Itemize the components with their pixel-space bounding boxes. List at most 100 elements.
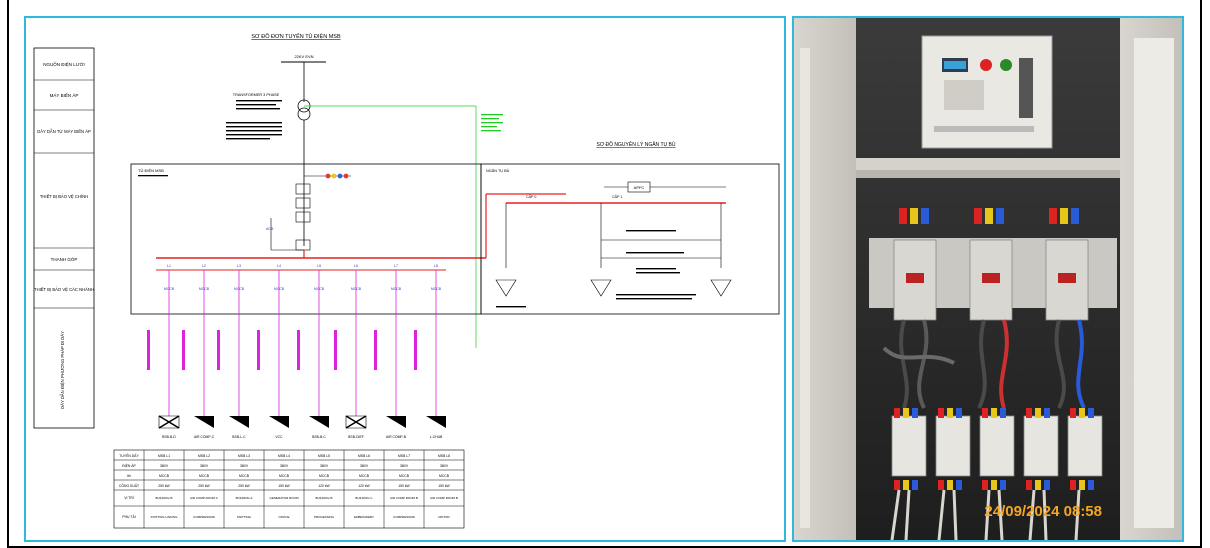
feeder-branch: L6 MCCB BSB-DIEF xyxy=(334,264,367,439)
breaker-label: MCCB xyxy=(274,287,285,291)
capacitor-panel-label: NGĂN TỤ BÙ xyxy=(486,168,510,173)
terminal-caps xyxy=(899,208,1079,224)
mounting-shelf xyxy=(856,158,1120,170)
capacitor-title: SƠ ĐỒ NGUYÊN LÝ NGĂN TỤ BÙ xyxy=(597,140,676,148)
table-row: 380V 380V 380V 380V 380V 380V 380V 380V xyxy=(160,464,449,468)
feeder-branches: L1 MCCB BSB-B-D L2 MCCB AIR COMP-C L3 MC… xyxy=(147,264,446,439)
meter-box-1 xyxy=(295,183,311,195)
side-label-transformer: MÁY BIẾN ÁP xyxy=(50,92,79,98)
table-row-header: Ith xyxy=(127,474,131,478)
table-cell: 120 kW xyxy=(358,484,370,488)
table-cell: BUILDING B xyxy=(315,496,332,500)
table-cell: OFFICE xyxy=(279,515,290,519)
single-line-diagram: SƠ ĐỒ ĐƠN TUYẾN TỦ ĐIỆN MSB NGUỒN ĐIỆN L… xyxy=(33,32,780,529)
table-row: MCCB MCCB MCCB MCCB MCCB MCCB MCCB MCCB xyxy=(159,474,450,478)
table-cell: COMPRESSOR xyxy=(193,515,216,519)
table-cell: KNITTING xyxy=(237,515,252,519)
step-label-0: CẤP 0 xyxy=(526,195,536,199)
table-cell: BUILDING C xyxy=(355,496,373,500)
table-cell: MCCB xyxy=(399,474,410,478)
breaker-label: MCCB xyxy=(391,287,402,291)
ground-note xyxy=(481,114,503,132)
table-cell: 380V xyxy=(320,464,329,468)
table-cell: 250 kW xyxy=(158,484,170,488)
table-cell: EMBROIDERY xyxy=(354,515,374,519)
photo-timestamp: 24/09/2024 08:58 xyxy=(984,503,1102,520)
cabinet-photo: 24/09/2024 08:58 xyxy=(794,18,1182,541)
breaker-label: MCCB xyxy=(431,287,442,291)
diagram-title: SƠ ĐỒ ĐƠN TUYẾN TỦ ĐIỆN MSB xyxy=(251,32,341,40)
meter-box-3 xyxy=(295,211,311,223)
table-cell: MCCB xyxy=(239,474,250,478)
single-line-diagram-panel: SƠ ĐỒ ĐƠN TUYẾN TỦ ĐIỆN MSB NGUỒN ĐIỆN L… xyxy=(24,16,786,542)
table-cell: MCCB xyxy=(159,474,170,478)
load-label: BSB-DIEF xyxy=(348,435,364,439)
feeder-label: L3 xyxy=(237,264,241,268)
table-cell: AIR COMP ROOM C xyxy=(190,496,219,500)
table-cell: 380V xyxy=(200,464,209,468)
table-row: 250 kW 250 kW 250 kW 150 kW 120 kW 120 k… xyxy=(158,484,450,488)
table-cell: 250 kW xyxy=(238,484,250,488)
breaker-label: MCCB xyxy=(164,287,175,291)
table-cell: 380V xyxy=(240,464,249,468)
capacitor-panel-boundary xyxy=(480,163,780,315)
table-row-header: CÔNG SUẤT xyxy=(119,483,139,488)
feeder-branch: L1 MCCB BSB-B-D xyxy=(147,264,180,439)
table-cell: MSB L7 xyxy=(398,454,410,458)
table-row-header: VỊ TRÍ xyxy=(124,496,134,500)
outer-frame-left xyxy=(7,0,9,548)
table-cell: 150 kW xyxy=(438,484,450,488)
feeder-branch: L4 MCCB VCC xyxy=(257,264,289,439)
feeder-table: TUYẾN DÂY ĐIỆN ÁP Ith CÔNG SUẤT VỊ TRÍ P… xyxy=(113,449,465,529)
feeder-label: L8 xyxy=(434,264,438,268)
lower-cables xyxy=(890,489,1081,541)
table-row: MSB L1 MSB L2 MSB L3 MSB L4 MSB L5 MSB L… xyxy=(158,454,450,458)
transformer-symbol xyxy=(297,99,311,121)
table-cell: COMPRESSOR xyxy=(393,515,416,519)
table-cell: MCCB xyxy=(319,474,330,478)
table-cell: 120 kW xyxy=(318,484,330,488)
load-label: VCC xyxy=(275,435,283,439)
load-label: AIR COMP-C xyxy=(194,435,215,439)
table-row: BUILDING B AIR COMP ROOM C BUILDING A GE… xyxy=(155,496,457,500)
step-label-1: CẤP 1 xyxy=(612,195,622,199)
capacitor-step-0 xyxy=(495,203,517,297)
breaker-label: MCCB xyxy=(314,287,325,291)
feeder-branch: L5 MCCB BSB-B-C xyxy=(297,264,329,439)
breaker-label: MCCB xyxy=(234,287,245,291)
side-label-main-protection: THIẾT BỊ BẢO VỆ CHÍNH xyxy=(40,194,88,199)
table-cell: MOTOR xyxy=(438,515,450,519)
table-cell: PROCESSING xyxy=(314,515,335,519)
table-row-header: PHỤ TẢI xyxy=(122,514,135,519)
capacitor-mccbs xyxy=(893,239,1089,321)
table-cell: AIR COMP ROOM B xyxy=(430,496,458,500)
table-cell: 380V xyxy=(400,464,409,468)
load-label: BSB-L-C xyxy=(232,435,246,439)
meter-indicator-lamps xyxy=(325,173,349,179)
table-cell: MCCB xyxy=(359,474,370,478)
side-label-grid-source: NGUỒN ĐIỆN LƯỚI xyxy=(43,60,84,67)
load-label: BSB-B-D xyxy=(162,435,176,439)
feeder-label: L1 xyxy=(167,264,171,268)
table-cell: MSB L2 xyxy=(198,454,210,458)
table-cell: MSB L1 xyxy=(158,454,170,458)
transformer-label: TRANSFORMER 3 PHASE xyxy=(233,93,280,97)
transformer-spec-lines xyxy=(226,100,282,140)
feeder-label: L5 xyxy=(317,264,321,268)
load-label: AIR COMP-B xyxy=(386,435,407,439)
table-cell: 380V xyxy=(280,464,289,468)
table-cell: 150 kW xyxy=(398,484,410,488)
table-cell: BUILDING A xyxy=(236,496,253,500)
side-label-transformer-cable: DÂY DẪN TỪ MÁY BIẾN ÁP xyxy=(37,129,91,134)
feeder-label: L7 xyxy=(394,264,398,268)
table-cell: 380V xyxy=(160,464,169,468)
table-cell: 380V xyxy=(440,464,449,468)
apfc-label: APFC xyxy=(634,185,645,190)
table-cell: MSB L4 xyxy=(278,454,290,458)
table-cell: MCCB xyxy=(199,474,210,478)
meter-box-2 xyxy=(295,197,311,209)
table-cell: 150 kW xyxy=(278,484,290,488)
outer-frame-right xyxy=(1200,0,1202,548)
side-label-busbar: THANH GÓP xyxy=(51,256,78,262)
feeder-label: L6 xyxy=(354,264,358,268)
